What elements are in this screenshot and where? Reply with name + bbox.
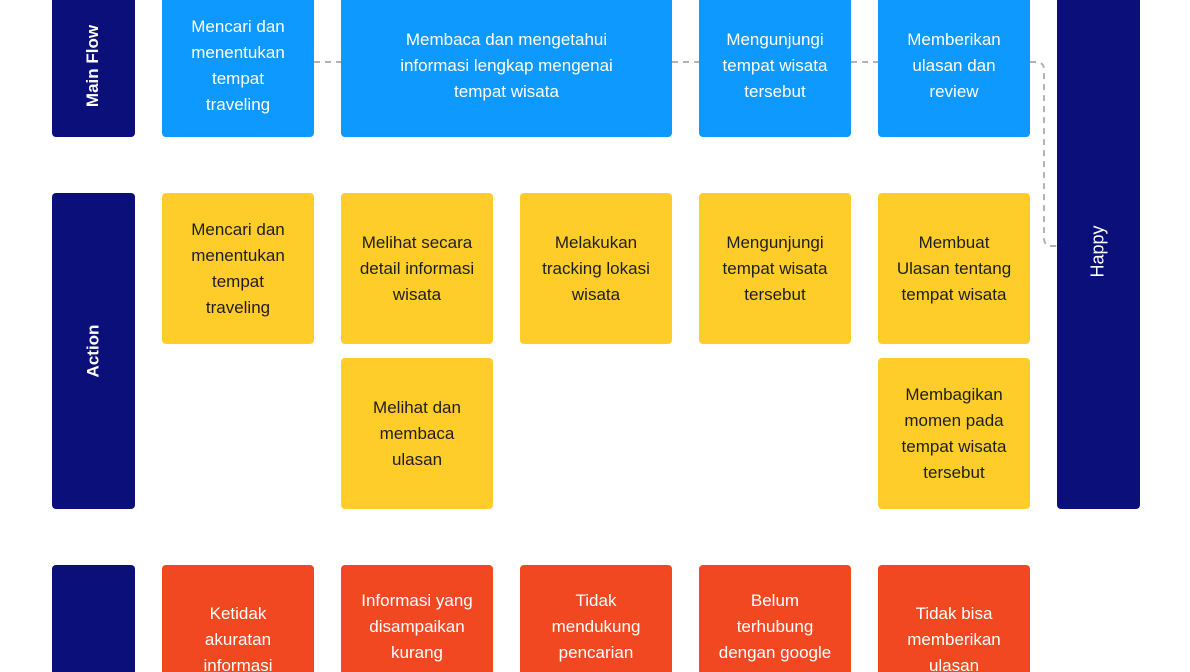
pain-point-card: Informasi yang disampaikan kurang: [341, 565, 493, 672]
pain-point-card-text: Belum terhubung dengan google: [718, 591, 832, 662]
action-card-text: Membagikan momen pada tempat wisata ters…: [901, 384, 1007, 482]
main-flow-card-text: Membaca dan mengetahui informasi lengkap…: [400, 29, 613, 101]
action-card-text: Melakukan tracking lokasi wisata: [542, 232, 650, 304]
main-flow-card: Memberikan ulasan dan review: [878, 0, 1030, 137]
action-card-text: Mencari dan menentukan tempat traveling: [191, 219, 285, 317]
action-card: Mengunjungi tempat wisata tersebut: [699, 193, 851, 344]
pain-point-card: Ketidak akuratan informasi: [162, 565, 314, 672]
action-card-text: Melihat dan membaca ulasan: [373, 397, 461, 469]
action-card-text: Membuat Ulasan tentang tempat wisata: [896, 232, 1012, 304]
action-card: Mencari dan menentukan tempat traveling: [162, 193, 314, 344]
action-card: Melihat dan membaca ulasan: [341, 358, 493, 509]
action-card: Melakukan tracking lokasi wisata: [520, 193, 672, 344]
pain-point-card: Tidak bisa memberikan ulasan: [878, 565, 1030, 672]
row-label-happy: Happy: [1057, 0, 1140, 509]
pain-point-card-text: Tidak mendukung pencarian: [551, 591, 641, 662]
pain-point-card-text: Ketidak akuratan informasi: [203, 604, 273, 672]
row-label-action-text: Action: [83, 324, 103, 378]
action-card-text: Melihat secara detail informasi wisata: [359, 232, 475, 304]
action-card: Membagikan momen pada tempat wisata ters…: [878, 358, 1030, 509]
action-card-text: Mengunjungi tempat wisata tersebut: [722, 232, 828, 304]
row-label-happy-text: Happy: [1088, 225, 1108, 278]
pain-point-card-text: Informasi yang disampaikan kurang: [361, 591, 473, 662]
row-label-main-flow: Main Flow: [52, 0, 135, 137]
action-card: Melihat secara detail informasi wisata: [341, 193, 493, 344]
pain-point-card-text: Tidak bisa memberikan ulasan: [907, 604, 1001, 672]
main-flow-card: Membaca dan mengetahui informasi lengkap…: [341, 0, 672, 137]
action-card: Membuat Ulasan tentang tempat wisata: [878, 193, 1030, 344]
main-flow-card-text: Mengunjungi tempat wisata tersebut: [722, 29, 828, 101]
main-flow-card-text: Mencari dan menentukan tempat traveling: [191, 16, 285, 114]
row-label-action: Action: [52, 193, 135, 509]
main-flow-card: Mengunjungi tempat wisata tersebut: [699, 0, 851, 137]
main-flow-card-text: Memberikan ulasan dan review: [907, 29, 1001, 101]
row-label-main-flow-text: Main Flow: [83, 24, 103, 107]
pain-point-card: Belum terhubung dengan google: [699, 565, 851, 672]
row-label-pain-points: [52, 565, 135, 672]
pain-point-card: Tidak mendukung pencarian: [520, 565, 672, 672]
main-flow-card: Mencari dan menentukan tempat traveling: [162, 0, 314, 137]
